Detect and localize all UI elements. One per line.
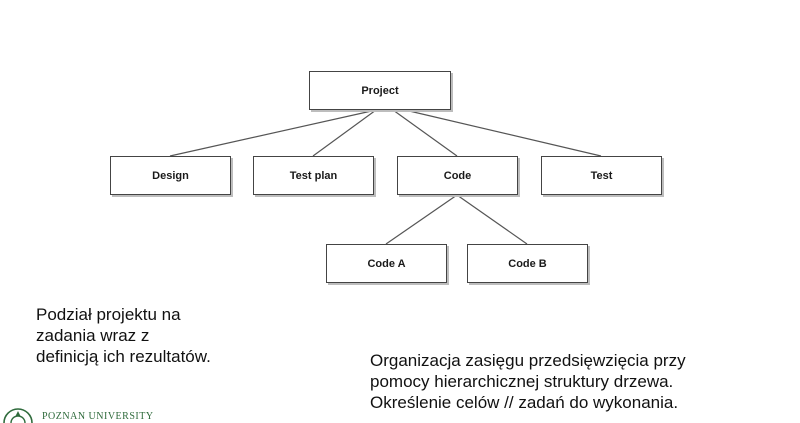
right-description: Organizacja zasięgu przedsięwzięcia przy… bbox=[370, 350, 686, 413]
edge-code-codea bbox=[385, 194, 458, 245]
right-line-2: pomocy hierarchicznej struktury drzewa. bbox=[370, 372, 674, 391]
edge-project-code bbox=[392, 109, 458, 157]
left-line-2: zadania wraz z bbox=[36, 326, 150, 345]
edge-project-testplan bbox=[312, 109, 377, 157]
edge-project-design bbox=[169, 109, 377, 157]
right-line-3: Określenie celów // zadań do wykonania. bbox=[370, 393, 679, 412]
left-description: Podział projektu na zadania wraz z defin… bbox=[36, 304, 211, 367]
edge-code-codeb bbox=[456, 194, 528, 245]
left-line-3: definicją ich rezultatów. bbox=[36, 347, 211, 366]
node-testplan: Test plan bbox=[253, 156, 374, 195]
node-codeb: Code B bbox=[467, 244, 588, 283]
university-emblem-icon bbox=[3, 408, 33, 423]
node-code: Code bbox=[397, 156, 518, 195]
university-logo: POZNAN UNIVERSITY bbox=[0, 403, 154, 423]
logo-text: POZNAN UNIVERSITY bbox=[42, 410, 154, 422]
right-line-1: Organizacja zasięgu przedsięwzięcia przy bbox=[370, 351, 686, 370]
edge-project-test bbox=[404, 109, 602, 157]
left-line-1: Podział projektu na bbox=[36, 305, 181, 324]
node-codea: Code A bbox=[326, 244, 447, 283]
node-project: Project bbox=[309, 71, 451, 110]
node-design: Design bbox=[110, 156, 231, 195]
node-test: Test bbox=[541, 156, 662, 195]
